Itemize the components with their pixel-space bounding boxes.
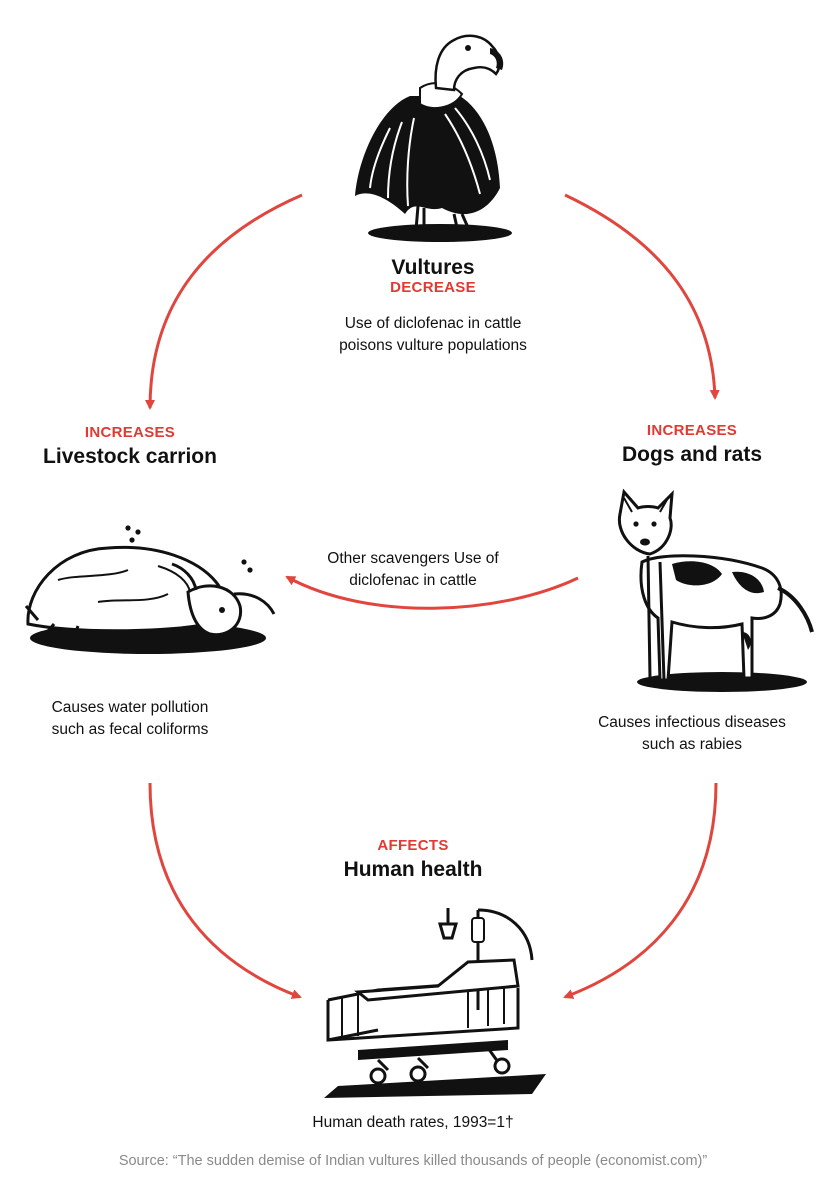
arrow-dogs-to-livestock: [285, 575, 579, 610]
human-caption: Human death rates, 1993=1†: [312, 1114, 514, 1131]
arrow-dogs-to-human: [563, 782, 718, 999]
livestock-description-line2: such as fecal coliforms: [51, 721, 209, 738]
hospital-bed-illustration: [324, 908, 546, 1098]
middle-arrow-label-line1: Other scavengers Use of: [327, 550, 499, 567]
livestock-description-line1: Causes water pollution: [51, 699, 209, 716]
cow-carcass-illustration: [24, 525, 276, 654]
human-tag: AFFECTS: [377, 837, 449, 854]
arrow-livestock-to-human: [148, 782, 302, 999]
human-title: Human health: [343, 858, 483, 881]
vultures-title: Vultures: [391, 256, 475, 279]
dog-illustration: [617, 488, 814, 692]
source-note: Source: “The sudden demise of Indian vul…: [118, 1153, 708, 1169]
dogs-description-line1: Causes infectious diseases: [598, 714, 786, 731]
vultures-tag: DECREASE: [390, 279, 476, 296]
dogs-tag: INCREASES: [646, 422, 738, 439]
middle-arrow-label-line2: diclofenac in cattle: [349, 572, 477, 589]
arrow-vultures-to-livestock: [145, 193, 303, 410]
vultures-description-line1: Use of diclofenac in cattle: [344, 315, 522, 332]
vulture-illustration: [355, 34, 512, 242]
arrow-vultures-to-dogs: [564, 193, 720, 400]
dogs-title: Dogs and rats: [621, 443, 763, 466]
livestock-title: Livestock carrion: [43, 445, 217, 468]
livestock-tag: INCREASES: [84, 424, 176, 441]
vultures-description-line2: poisons vulture populations: [339, 337, 527, 354]
dogs-description-line2: such as rabies: [642, 736, 742, 753]
